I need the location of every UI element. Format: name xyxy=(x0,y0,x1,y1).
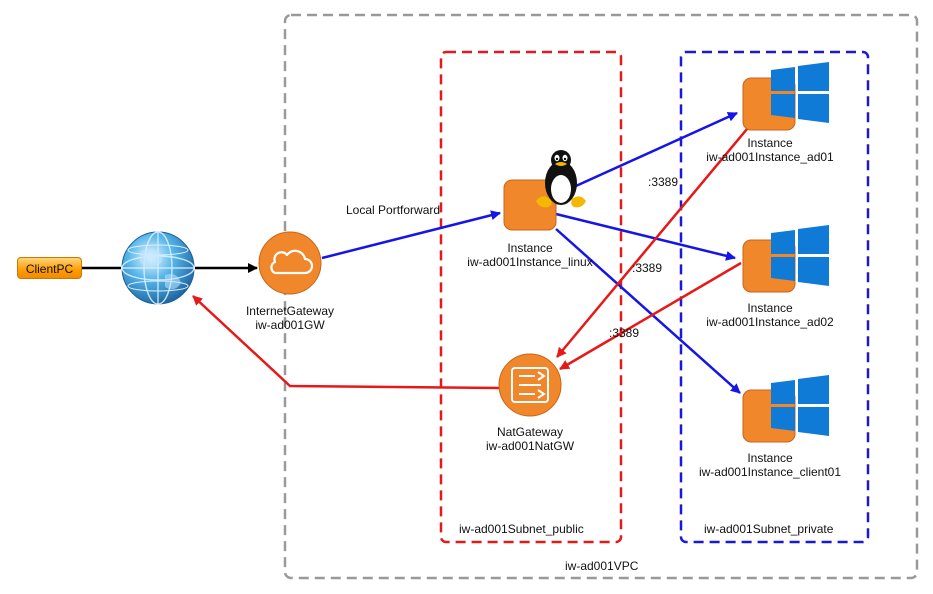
instance-client01-type: Instance xyxy=(747,451,793,465)
edge-label-portforward: Local Portforward xyxy=(346,203,441,217)
edge-label-port-1: :3389 xyxy=(648,175,679,189)
linux-instance-type: Instance xyxy=(507,241,553,255)
nat-gateway-type: NatGateway xyxy=(496,425,564,439)
nat-gateway-icon xyxy=(498,353,562,417)
instance-ad02-name: iw-ad001Instance_ad02 xyxy=(706,315,834,329)
subnet-public-frame xyxy=(439,50,623,544)
edge-igw-linux xyxy=(321,210,501,260)
internet-globe-icon xyxy=(121,231,195,305)
edge-ad02-natgw xyxy=(559,261,742,371)
tux-penguin-icon xyxy=(536,150,586,208)
edge-label-port-3: :3389 xyxy=(609,326,640,340)
edge-linux-ad02 xyxy=(555,212,736,261)
internet-gateway-name: iw-ad001GW xyxy=(255,318,325,332)
instance-ad02-label: Instance iw-ad001Instance_ad02 xyxy=(690,301,850,329)
vpc-frame xyxy=(283,13,919,580)
windows-logo-icon xyxy=(771,375,829,436)
edge-linux-ad01 xyxy=(555,111,738,197)
internet-gateway-label: InternetGateway iw-ad001GW xyxy=(230,304,350,332)
linux-instance-label: Instance iw-ad001Instance_linux xyxy=(445,241,615,269)
instance-ad02-type: Instance xyxy=(747,301,793,315)
edge-linux-client01 xyxy=(555,228,741,394)
edge-natgw-globe xyxy=(192,295,501,390)
linux-instance-name: iw-ad001Instance_linux xyxy=(467,255,593,269)
linux-instance-icon xyxy=(503,179,557,231)
windows-logo-icon xyxy=(771,62,829,123)
edge-label-port-2: :3389 xyxy=(632,261,663,275)
edge-ad01-natgw xyxy=(556,122,753,358)
nat-gateway-name: iw-ad001NatGW xyxy=(485,439,575,453)
instance-ad01-type: Instance xyxy=(747,136,793,150)
subnet-public-label: iw-ad001Subnet_public xyxy=(459,522,584,536)
instance-client01-label: Instance iw-ad001Instance_client01 xyxy=(680,451,860,479)
nat-gateway-label: NatGateway iw-ad001NatGW xyxy=(460,425,600,453)
instance-client01-name: iw-ad001Instance_client01 xyxy=(698,465,842,479)
subnet-private-label: iw-ad001Subnet_private xyxy=(704,522,834,536)
vpc-label: iw-ad001VPC xyxy=(565,559,639,573)
instance-ad01-name: iw-ad001Instance_ad01 xyxy=(706,150,834,164)
windows-logo-icon xyxy=(771,225,829,286)
internet-gateway-icon xyxy=(258,231,322,295)
internet-gateway-type: InternetGateway xyxy=(245,304,335,318)
instance-ad01-label: Instance iw-ad001Instance_ad01 xyxy=(690,136,850,164)
client-pc-node: ClientPC xyxy=(17,257,82,279)
